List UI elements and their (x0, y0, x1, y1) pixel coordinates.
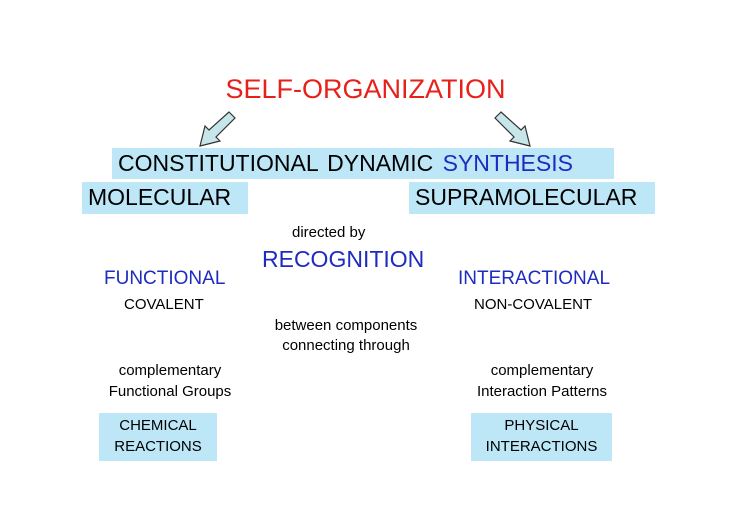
connecting-through-text: connecting through (282, 337, 410, 354)
functional-heading: FUNCTIONAL (104, 268, 226, 289)
right-complementary-text: complementary (490, 362, 594, 379)
recognition-label: RECOGNITION (262, 246, 425, 272)
directed-by-label: directed by (292, 224, 366, 241)
interaction-patterns-text: Interaction Patterns (476, 383, 608, 400)
covalent-label: COVALENT (124, 296, 204, 313)
synthesis-prefix: CONSTITUTIONAL DYNAMIC (118, 150, 434, 176)
supramolecular-highlight-bar (409, 182, 655, 214)
interactional-heading: INTERACTIONAL (458, 268, 611, 289)
chemical-reactions-box: CHEMICAL REACTIONS (99, 413, 217, 461)
diagram-title: SELF-ORGANIZATION (225, 74, 506, 104)
arrow-right-icon (494, 111, 531, 147)
arrow-left-icon (199, 111, 236, 147)
physical-interactions-box: PHYSICAL INTERACTIONS (471, 413, 612, 461)
synthesis-label: CONSTITUTIONAL DYNAMIC SYNTHESIS (118, 150, 573, 177)
synthesis-highlight-bar (112, 148, 614, 179)
physical-interactions-line1: PHYSICAL (504, 417, 579, 434)
supramolecular-label: SUPRAMOLECULAR (415, 184, 638, 210)
left-complementary-text: complementary (118, 362, 222, 379)
non-covalent-label: NON-COVALENT (474, 296, 593, 313)
functional-groups-text: Functional Groups (108, 383, 232, 400)
molecular-label: MOLECULAR (88, 184, 232, 210)
chemical-reactions-line2: REACTIONS (114, 438, 202, 455)
chemical-reactions-line1: CHEMICAL (119, 417, 197, 434)
molecular-highlight-bar (82, 182, 248, 214)
physical-interactions-line2: INTERACTIONS (485, 438, 598, 455)
synthesis-highlight-word: SYNTHESIS (442, 150, 573, 176)
between-components-text: between components (274, 317, 418, 334)
